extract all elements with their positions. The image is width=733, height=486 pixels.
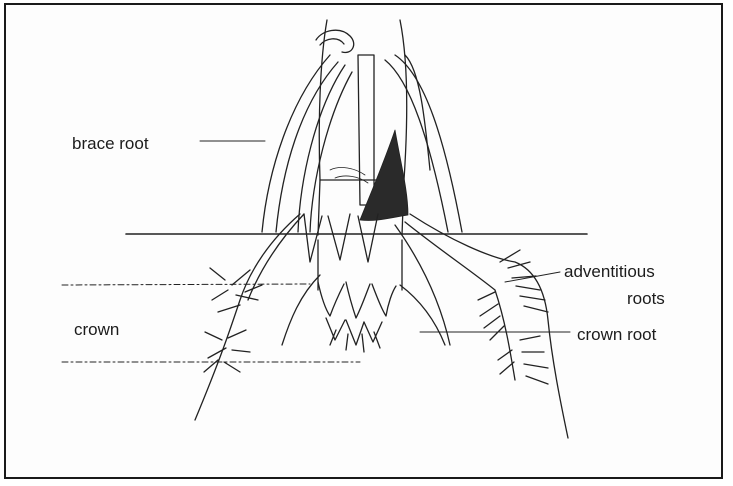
label-adventitious: adventitious: [564, 262, 655, 282]
right-roots: [395, 214, 568, 438]
crown-top-bracket: [62, 284, 310, 285]
label-crown: crown: [74, 320, 119, 340]
left-roots: [195, 214, 304, 420]
label-brace-root: brace root: [72, 134, 149, 154]
adventitious-leader: [505, 272, 560, 282]
label-crown-root: crown root: [577, 325, 656, 345]
crown-roots: [282, 275, 445, 352]
node-shading: [330, 130, 408, 221]
label-roots: roots: [627, 289, 665, 309]
